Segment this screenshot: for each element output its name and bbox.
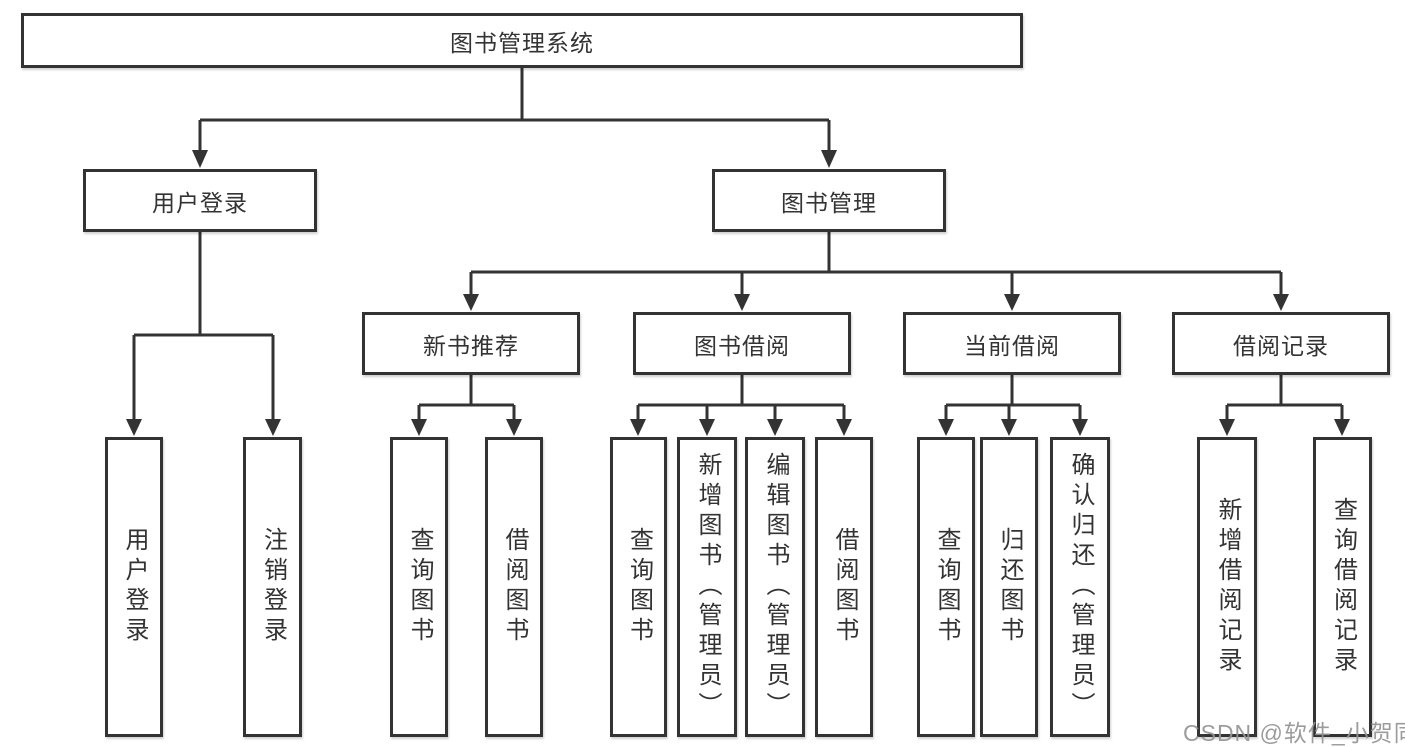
arrowhead-icon (821, 150, 837, 168)
leaf-query-borrow-record: 查询借阅记录 (1313, 437, 1372, 737)
leaf-return-books: 归还图书 (980, 437, 1038, 737)
arrowhead-icon (1334, 419, 1350, 436)
node-label: 归还图书 (996, 527, 1023, 647)
arrowhead-icon (1219, 419, 1235, 436)
arrowhead-icon (836, 419, 852, 436)
node-borrow-records: 借阅记录 (1172, 312, 1390, 375)
leaf-confirm-return-admin: 确认归还（管理员） (1050, 437, 1110, 737)
leaf-query-books-borrow: 查询图书 (610, 437, 667, 737)
csdn-watermark: CSDN @软件_小贺同学 (1183, 720, 1405, 746)
node-label: 借阅图书 (501, 527, 528, 647)
node-label: 新书推荐 (423, 332, 519, 359)
node-label: 新增借阅记录 (1214, 497, 1241, 677)
node-label: 新增图书（管理员） (694, 452, 721, 722)
arrowhead-icon (463, 294, 479, 311)
node-label: 借阅图书 (831, 527, 858, 647)
connector-book-borrow (636, 375, 846, 420)
connector-book-management (469, 232, 1283, 295)
node-book-borrow: 图书借阅 (633, 312, 851, 375)
node-book-management: 图书管理 (712, 169, 946, 232)
arrowhead-icon (734, 294, 750, 311)
leaf-logout: 注销登录 (243, 437, 302, 737)
arrowhead-icon (126, 419, 142, 436)
arrowhead-icon (1001, 419, 1017, 436)
node-user-login: 用户登录 (83, 169, 317, 232)
node-label: 借阅记录 (1233, 332, 1329, 359)
node-label: 查询图书 (625, 527, 653, 647)
node-label: 图书借阅 (694, 332, 790, 359)
arrowhead-icon (630, 419, 646, 436)
arrowhead-icon (767, 419, 783, 436)
node-new-book-recommend: 新书推荐 (362, 312, 580, 375)
node-label: 查询图书 (406, 527, 433, 647)
node-label: 当前借阅 (964, 332, 1060, 359)
arrowhead-icon (192, 150, 208, 168)
arrowhead-icon (938, 419, 954, 436)
node-label: 图书管理 (781, 189, 877, 216)
arrowhead-icon (411, 419, 427, 436)
connector-current-borrow (944, 375, 1082, 420)
node-label: 注销登录 (259, 527, 287, 647)
leaf-query-books-recommend: 查询图书 (390, 437, 448, 737)
node-label: 用户登录 (152, 189, 248, 216)
node-label: 查询图书 (933, 527, 960, 647)
connector-user-login (132, 232, 275, 420)
leaf-query-books-current: 查询图书 (917, 437, 975, 737)
leaf-borrow-books: 借阅图书 (815, 437, 873, 737)
node-label: 图书管理系统 (450, 29, 594, 56)
leaf-add-books-admin: 新增图书（管理员） (677, 437, 737, 737)
arrowhead-icon (265, 419, 281, 436)
node-library-management-system: 图书管理系统 (21, 13, 1023, 68)
arrowhead-icon (1004, 294, 1020, 311)
leaf-edit-books-admin: 编辑图书（管理员） (745, 437, 805, 737)
connector-borrow-records (1225, 375, 1344, 420)
connector-new-book-recommend (417, 375, 516, 420)
connector-root (198, 68, 831, 151)
node-label: 用户登录 (121, 527, 148, 647)
node-label: 查询借阅记录 (1329, 497, 1357, 677)
leaf-user-login: 用户登录 (105, 437, 163, 737)
leaf-borrow-books-recommend: 借阅图书 (485, 437, 543, 737)
node-label: 确认归还（管理员） (1067, 452, 1094, 722)
arrowhead-icon (1072, 419, 1088, 436)
leaf-add-borrow-record: 新增借阅记录 (1197, 437, 1257, 737)
node-current-borrow: 当前借阅 (903, 312, 1121, 375)
arrowhead-icon (506, 419, 522, 436)
arrowhead-icon (1273, 294, 1289, 311)
arrowhead-icon (699, 419, 715, 436)
node-label: 编辑图书（管理员） (762, 452, 789, 722)
